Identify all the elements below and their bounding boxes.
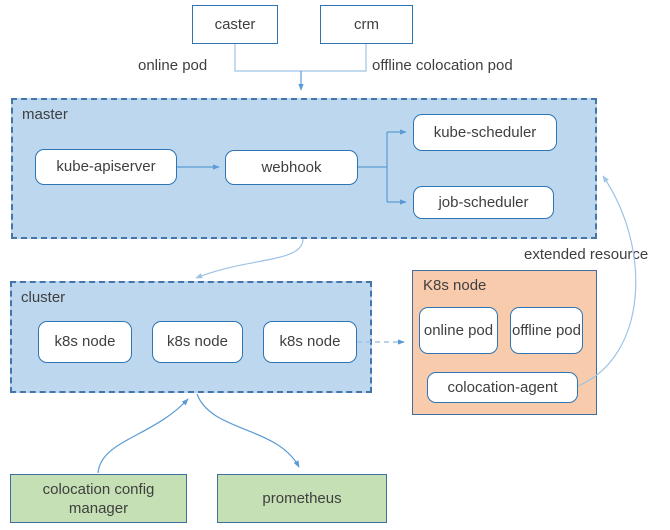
online-pod-label: online pod bbox=[423, 321, 494, 339]
offline-pod-label: offline pod bbox=[512, 321, 581, 339]
colocation-agent-label: colocation-agent bbox=[447, 378, 558, 396]
master-label: master bbox=[22, 106, 68, 123]
k8s-node-1: k8s node bbox=[38, 321, 132, 363]
caster-node: caster bbox=[192, 5, 278, 44]
arrow-ccm-cluster bbox=[97, 398, 189, 474]
colocation-agent-node: colocation-agent bbox=[427, 372, 578, 403]
arrow-master-cluster bbox=[195, 238, 304, 279]
kube-apiserver-node: kube-apiserver bbox=[35, 149, 177, 185]
webhook-node: webhook bbox=[225, 150, 358, 185]
prometheus-label: prometheus bbox=[262, 490, 342, 507]
k8s-node-2: k8s node bbox=[152, 321, 243, 363]
crm-label: crm bbox=[354, 15, 379, 33]
k8s-node-2-label: k8s node bbox=[167, 333, 228, 350]
caster-label: caster bbox=[214, 15, 256, 33]
k8s-node-1-label: k8s node bbox=[54, 333, 116, 350]
colocation-config-manager-node: colocation config manager bbox=[10, 474, 187, 523]
caster-crm-join-line bbox=[234, 44, 367, 72]
offline-pod-node: offline pod bbox=[510, 307, 583, 354]
job-scheduler-label: job-scheduler bbox=[438, 193, 529, 211]
k8s-node-detail-label: K8s node bbox=[423, 277, 487, 294]
webhook-label: webhook bbox=[261, 158, 322, 176]
offline-colocation-pod-annotation: offline colocation pod bbox=[372, 57, 513, 74]
online-pod-annotation: online pod bbox=[138, 57, 208, 74]
kube-apiserver-label: kube-apiserver bbox=[56, 158, 156, 175]
cluster-label: cluster bbox=[21, 289, 66, 306]
prometheus-node: prometheus bbox=[217, 474, 387, 523]
kube-scheduler-node: kube-scheduler bbox=[413, 114, 557, 151]
kube-scheduler-label: kube-scheduler bbox=[433, 123, 537, 141]
k8s-node-3-label: k8s node bbox=[279, 333, 341, 350]
crm-node: crm bbox=[320, 5, 413, 44]
online-pod-node: online pod bbox=[419, 307, 498, 354]
arrow-cluster-prometheus bbox=[196, 393, 300, 468]
colocation-config-manager-label: colocation config manager bbox=[42, 480, 155, 517]
extended-resource-annotation: extended resource bbox=[524, 246, 649, 263]
job-scheduler-node: job-scheduler bbox=[413, 186, 554, 219]
k8s-node-3: k8s node bbox=[263, 321, 357, 363]
